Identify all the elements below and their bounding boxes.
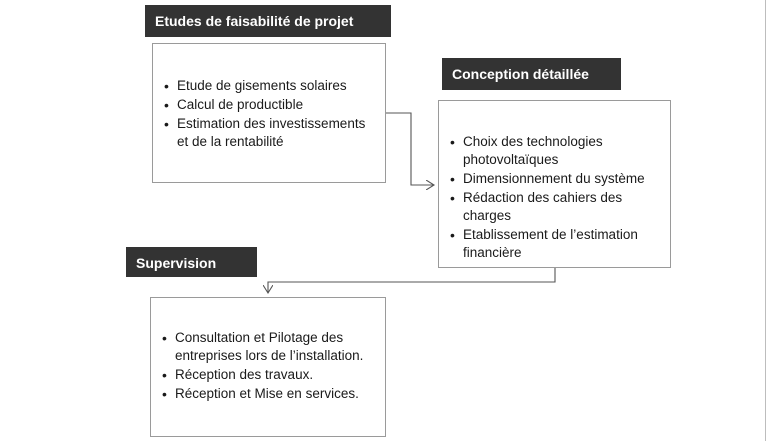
supervision-item: Réception et Mise en services.	[161, 385, 377, 403]
feasibility-list: Etude de gisements solaires Calcul de pr…	[163, 77, 377, 151]
feasibility-item: Estimation des investissements et de la …	[163, 115, 377, 151]
supervision-item: Consultation et Pilotage des entreprises…	[161, 329, 377, 365]
detailed-design-item: Rédaction des cahiers des charges	[449, 189, 662, 225]
supervision-item: Réception des travaux.	[161, 366, 377, 384]
connector-arrow-feasibility-to-design	[386, 112, 434, 185]
feasibility-item: Calcul de productible	[163, 96, 377, 114]
detailed-design-box: Choix des technologies photovoltaïques D…	[438, 100, 671, 268]
connector-arrow-design-to-supervision	[268, 268, 556, 293]
feasibility-item: Etude de gisements solaires	[163, 77, 377, 95]
detailed-design-item: Dimensionnement du système	[449, 170, 662, 188]
supervision-box: Consultation et Pilotage des entreprises…	[150, 297, 386, 437]
detailed-design-item: Choix des technologies photovoltaïques	[449, 133, 662, 169]
feasibility-header: Etudes de faisabilité de projet	[145, 5, 391, 37]
supervision-header: Supervision	[126, 247, 257, 277]
detailed-design-list: Choix des technologies photovoltaïques D…	[449, 133, 662, 262]
detailed-design-item: Etablissement de l’estimation financière	[449, 226, 662, 262]
detailed-design-header: Conception détaillée	[442, 58, 621, 90]
page-edge-line	[765, 0, 766, 441]
supervision-list: Consultation et Pilotage des entreprises…	[161, 329, 377, 403]
feasibility-box: Etude de gisements solaires Calcul de pr…	[152, 43, 386, 183]
